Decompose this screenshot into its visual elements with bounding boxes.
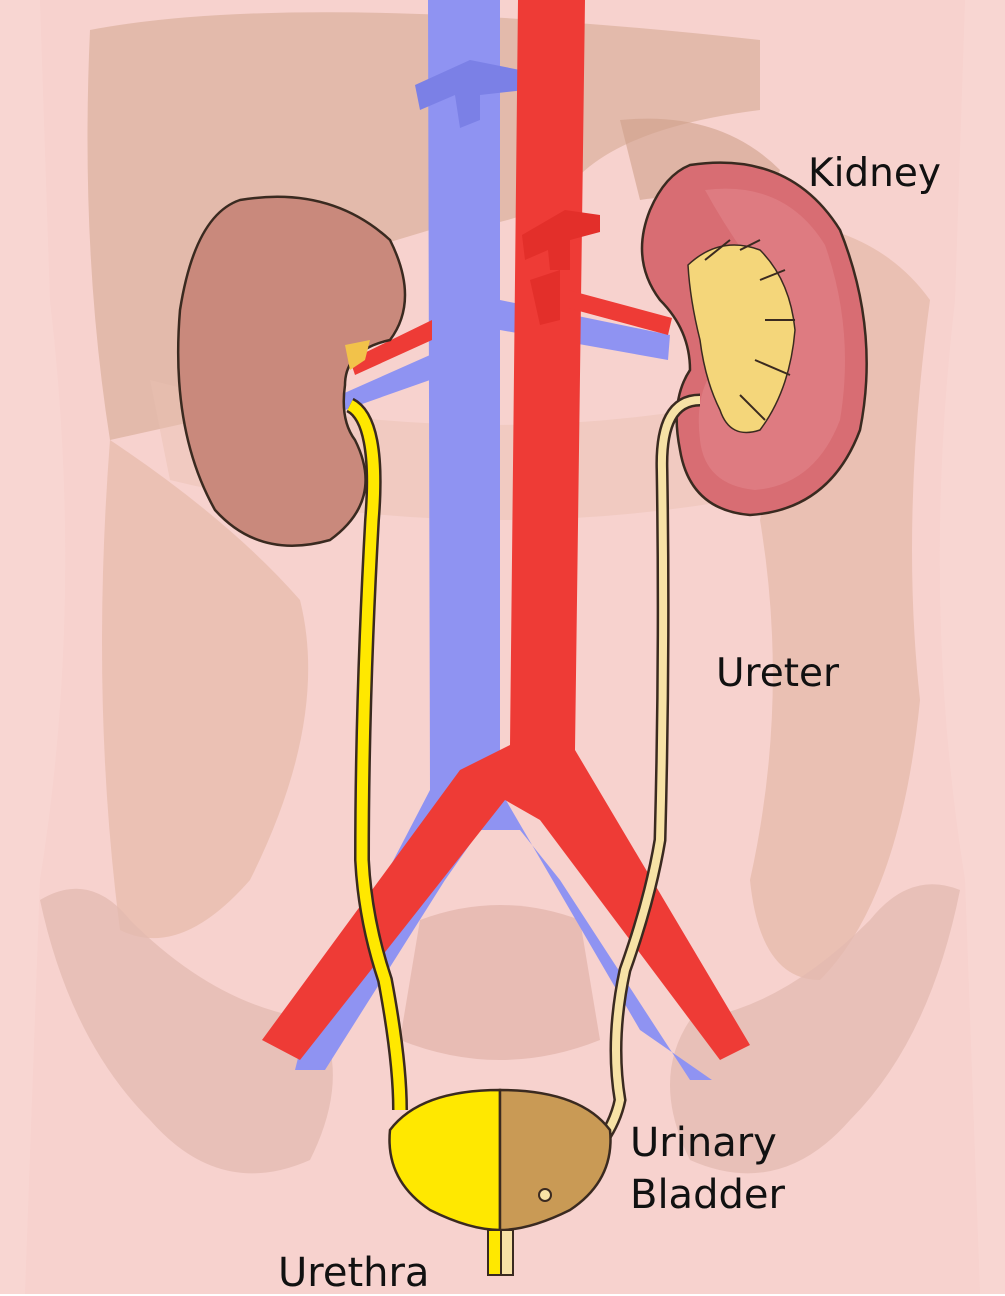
urethra-left: [488, 1230, 501, 1275]
label-kidney: Kidney: [808, 152, 941, 197]
label-ureter: Ureter: [716, 652, 839, 697]
sacrum-shadow: [400, 905, 600, 1060]
urethra-right: [501, 1230, 513, 1275]
ureter-orifice: [539, 1189, 551, 1201]
label-urinary-bladder: Urinary Bladder: [630, 1117, 785, 1221]
label-bladder: Bladder: [630, 1169, 785, 1221]
label-urethra: Urethra: [278, 1250, 429, 1296]
label-urinary: Urinary: [630, 1117, 785, 1169]
